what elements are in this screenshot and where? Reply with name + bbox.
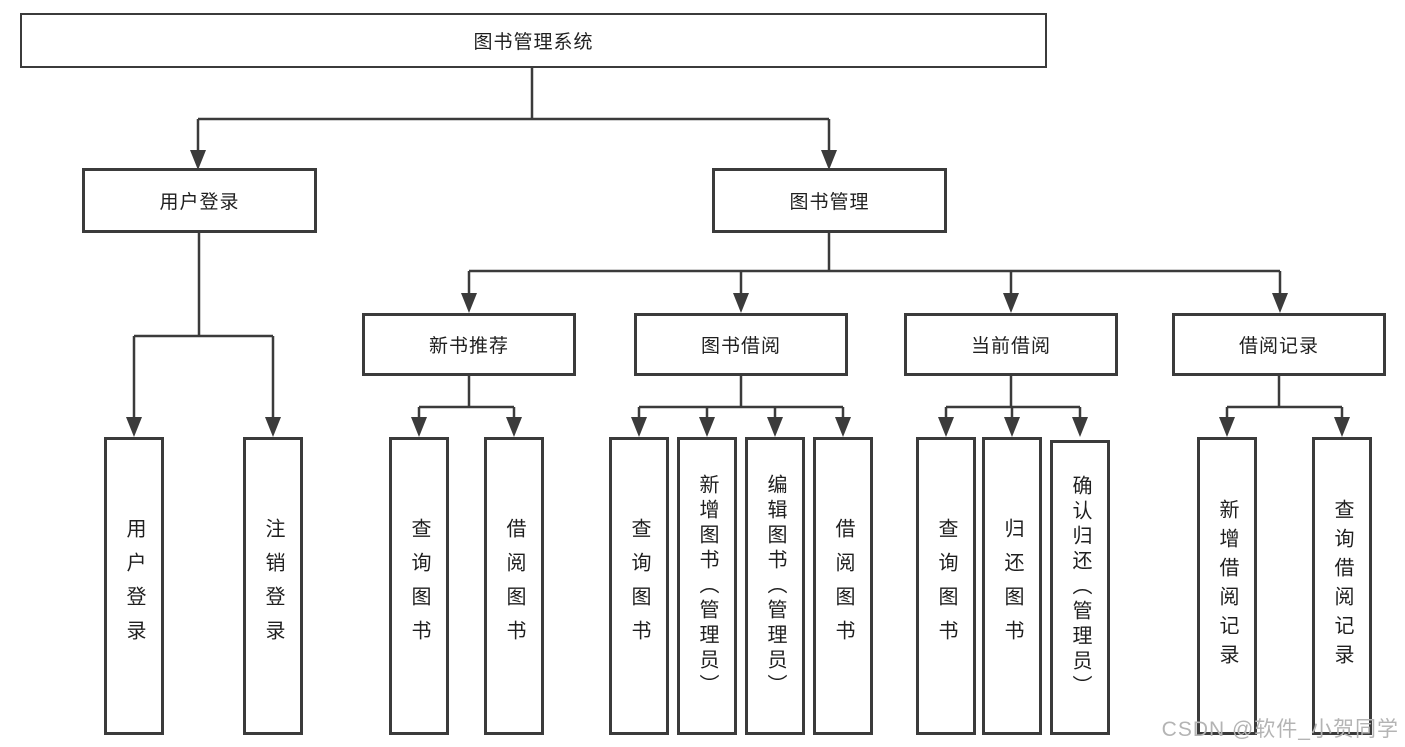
node-query-books-borrow: 查询图书 bbox=[609, 437, 669, 735]
node-edit-books-admin-label: 编辑图书（管理员） bbox=[764, 473, 786, 699]
node-query-borrow-record-label: 查询借阅记录 bbox=[1331, 499, 1353, 673]
node-borrow-records-label: 借阅记录 bbox=[1238, 336, 1319, 357]
node-return-books-label: 归还图书 bbox=[1001, 518, 1023, 654]
node-borrow-books: 借阅图书 bbox=[813, 437, 873, 735]
node-query-books-current: 查询图书 bbox=[916, 437, 976, 735]
node-confirm-return-admin-label: 确认归还（管理员） bbox=[1069, 475, 1091, 700]
node-borrow-books-recommend: 借阅图书 bbox=[484, 437, 544, 735]
arrow-down-icon bbox=[821, 150, 837, 170]
node-add-books-admin: 新增图书（管理员） bbox=[677, 437, 737, 735]
node-confirm-return-admin: 确认归还（管理员） bbox=[1050, 440, 1110, 735]
node-logout-label: 注销登录 bbox=[262, 518, 284, 654]
arrow-down-icon bbox=[506, 417, 522, 437]
arrow-down-icon bbox=[411, 417, 427, 437]
node-query-borrow-record: 查询借阅记录 bbox=[1312, 437, 1372, 735]
node-borrow-books-recommend-label: 借阅图书 bbox=[503, 518, 525, 654]
node-current-borrow: 当前借阅 bbox=[904, 313, 1118, 376]
arrow-down-icon bbox=[190, 150, 206, 170]
connector-book-borrow-split bbox=[637, 376, 845, 419]
node-root-label: 图书管理系统 bbox=[473, 32, 594, 53]
node-query-books-borrow-label: 查询图书 bbox=[628, 518, 650, 654]
arrow-down-icon bbox=[126, 417, 142, 437]
node-logout: 注销登录 bbox=[243, 437, 303, 735]
arrow-down-icon bbox=[1003, 293, 1019, 313]
arrow-down-icon bbox=[1004, 417, 1020, 437]
arrow-down-icon bbox=[1272, 293, 1288, 313]
node-add-borrow-record: 新增借阅记录 bbox=[1197, 437, 1257, 735]
arrow-down-icon bbox=[699, 417, 715, 437]
node-borrow-books-label: 借阅图书 bbox=[832, 518, 854, 654]
connector-new-book-split bbox=[417, 376, 516, 419]
node-book-borrow-label: 图书借阅 bbox=[700, 336, 781, 357]
node-add-books-admin-label: 新增图书（管理员） bbox=[696, 473, 718, 699]
node-user-login: 用户登录 bbox=[104, 437, 164, 735]
node-book-borrow: 图书借阅 bbox=[634, 313, 848, 376]
arrow-down-icon bbox=[767, 417, 783, 437]
csdn-watermark: CSDN @软件_小贺同学 bbox=[1161, 718, 1399, 741]
node-query-books-recommend-label: 查询图书 bbox=[408, 518, 430, 654]
arrow-down-icon bbox=[1334, 417, 1350, 437]
arrow-down-icon bbox=[835, 417, 851, 437]
arrow-down-icon bbox=[733, 293, 749, 313]
node-user-login-group: 用户登录 bbox=[82, 168, 317, 233]
arrow-down-icon bbox=[631, 417, 647, 437]
node-root: 图书管理系统 bbox=[20, 13, 1047, 68]
connector-book-management-split bbox=[467, 233, 1282, 295]
arrow-down-icon bbox=[1219, 417, 1235, 437]
arrow-down-icon bbox=[461, 293, 477, 313]
node-query-books-recommend: 查询图书 bbox=[389, 437, 449, 735]
node-query-books-current-label: 查询图书 bbox=[935, 518, 957, 654]
connector-user-login-split bbox=[132, 233, 275, 419]
arrowheads bbox=[126, 150, 1350, 437]
connector-current-borrow-split bbox=[944, 376, 1082, 419]
node-user-login-label: 用户登录 bbox=[123, 518, 145, 654]
node-new-book-recommend-label: 新书推荐 bbox=[428, 336, 509, 357]
node-add-borrow-record-label: 新增借阅记录 bbox=[1216, 499, 1238, 673]
node-user-login-group-label: 用户登录 bbox=[159, 192, 240, 213]
node-borrow-records: 借阅记录 bbox=[1172, 313, 1386, 376]
arrow-down-icon bbox=[938, 417, 954, 437]
node-new-book-recommend: 新书推荐 bbox=[362, 313, 576, 376]
node-book-management: 图书管理 bbox=[712, 168, 947, 233]
connector-borrow-records-split bbox=[1225, 376, 1344, 419]
node-current-borrow-label: 当前借阅 bbox=[970, 336, 1051, 357]
node-edit-books-admin: 编辑图书（管理员） bbox=[745, 437, 805, 735]
node-book-management-label: 图书管理 bbox=[789, 192, 870, 213]
connector-root-to-level2 bbox=[196, 68, 831, 152]
arrow-down-icon bbox=[265, 417, 281, 437]
node-return-books: 归还图书 bbox=[982, 437, 1042, 735]
arrow-down-icon bbox=[1072, 417, 1088, 437]
